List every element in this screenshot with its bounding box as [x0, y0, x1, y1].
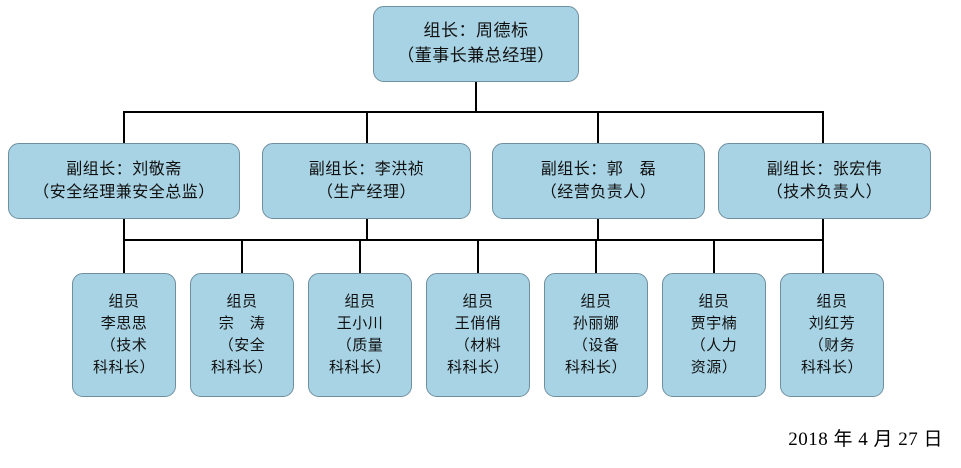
connector-stem-deputy-2 [366, 218, 368, 240]
node-member-6-line4: 资源） [690, 358, 738, 376]
connector-drop-deputy-3 [597, 111, 599, 144]
connector-drop-member-5 [595, 239, 597, 274]
connector-bus-members [123, 239, 824, 241]
node-deputy-1[interactable]: 副组长：刘敬斋 （安全经理兼安全总监） [8, 143, 240, 219]
node-member-6[interactable]: 组员 贾宇楠 （人力 资源） [662, 273, 766, 397]
connector-bus-deputies [123, 111, 824, 113]
connector-stem-deputy-4 [822, 218, 824, 240]
node-member-7-line3: （财务 [808, 337, 856, 354]
node-member-3-line2: 王小川 [336, 315, 384, 333]
connector-stem-deputy-1 [123, 218, 125, 240]
node-member-4[interactable]: 组员 王俏俏 （材料 科科长） [426, 273, 530, 397]
node-member-7-line1: 组员 [816, 293, 848, 311]
node-member-7-line2: 刘红芳 [808, 315, 856, 333]
node-member-1-line4: 科科长） [92, 358, 155, 376]
node-member-2-line1: 组员 [226, 293, 258, 311]
connector-drop-deputy-2 [366, 111, 368, 144]
node-deputy-4[interactable]: 副组长：张宏伟 （技术负责人） [718, 143, 931, 219]
node-deputy-3[interactable]: 副组长：郭 磊 （经营负责人） [492, 143, 705, 219]
node-member-6-line1: 组员 [698, 293, 730, 311]
node-leader-root-line2: （董事长兼总经理） [397, 46, 555, 65]
node-deputy-2-line2: （生产经理） [316, 184, 416, 201]
node-deputy-3-line2: （经营负责人） [540, 184, 657, 201]
connector-drop-member-7 [822, 239, 824, 274]
node-member-6-line3: （人力 [690, 337, 738, 354]
connector-drop-member-3 [359, 239, 361, 274]
node-member-6-line2: 贾宇楠 [690, 315, 738, 333]
node-member-5[interactable]: 组员 孙丽娜 （设备 科科长） [544, 273, 648, 397]
node-member-4-line4: 科科长） [446, 358, 509, 376]
node-member-2-line3: （安全 [218, 337, 266, 354]
node-member-1[interactable]: 组员 李思思 （技术 科科长） [72, 273, 176, 397]
node-member-4-line2: 王俏俏 [454, 315, 502, 333]
node-member-2-line2: 宗 涛 [218, 315, 266, 333]
node-leader-root[interactable]: 组长：周德标 （董事长兼总经理） [373, 6, 579, 82]
node-deputy-2-line1: 副组长：李洪祯 [308, 160, 425, 178]
connector-root-stem [475, 82, 477, 113]
node-member-5-line3: （设备 [572, 337, 620, 354]
node-leader-root-line1: 组长：周德标 [423, 21, 529, 41]
node-member-5-line2: 孙丽娜 [572, 315, 620, 333]
node-member-3-line4: 科科长） [328, 358, 391, 376]
node-member-3-line1: 组员 [344, 293, 376, 311]
node-member-3-line3: （质量 [336, 337, 384, 354]
node-member-4-line3: （材料 [454, 337, 502, 354]
node-member-2[interactable]: 组员 宗 涛 （安全 科科长） [190, 273, 294, 397]
date-caption: 2018 年 4 月 27 日 [788, 429, 943, 450]
node-member-5-line1: 组员 [580, 293, 612, 311]
node-member-3[interactable]: 组员 王小川 （质量 科科长） [308, 273, 412, 397]
connector-drop-deputy-4 [822, 111, 824, 144]
node-deputy-1-line1: 副组长：刘敬斋 [66, 160, 182, 178]
node-deputy-4-line1: 副组长：张宏伟 [766, 160, 883, 178]
connector-drop-member-6 [713, 239, 715, 274]
connector-drop-deputy-1 [123, 111, 125, 144]
connector-stem-deputy-3 [597, 218, 599, 240]
node-deputy-3-line1: 副组长：郭 磊 [540, 160, 657, 178]
node-member-1-line1: 组员 [108, 293, 140, 311]
node-member-5-line4: 科科长） [564, 358, 627, 376]
connector-drop-member-4 [477, 239, 479, 274]
node-member-7-line4: 科科长） [800, 358, 863, 376]
node-deputy-4-line2: （技术负责人） [766, 184, 883, 201]
connector-drop-member-2 [241, 239, 243, 274]
node-member-2-line4: 科科长） [210, 358, 273, 376]
node-deputy-2[interactable]: 副组长：李洪祯 （生产经理） [262, 143, 471, 219]
connector-drop-member-1 [123, 239, 125, 274]
node-member-1-line3: （技术 [100, 337, 148, 354]
node-member-1-line2: 李思思 [100, 315, 148, 333]
node-member-4-line1: 组员 [462, 293, 494, 311]
node-deputy-1-line2: （安全经理兼安全总监） [33, 184, 215, 201]
node-member-7[interactable]: 组员 刘红芳 （财务 科科长） [780, 273, 884, 397]
